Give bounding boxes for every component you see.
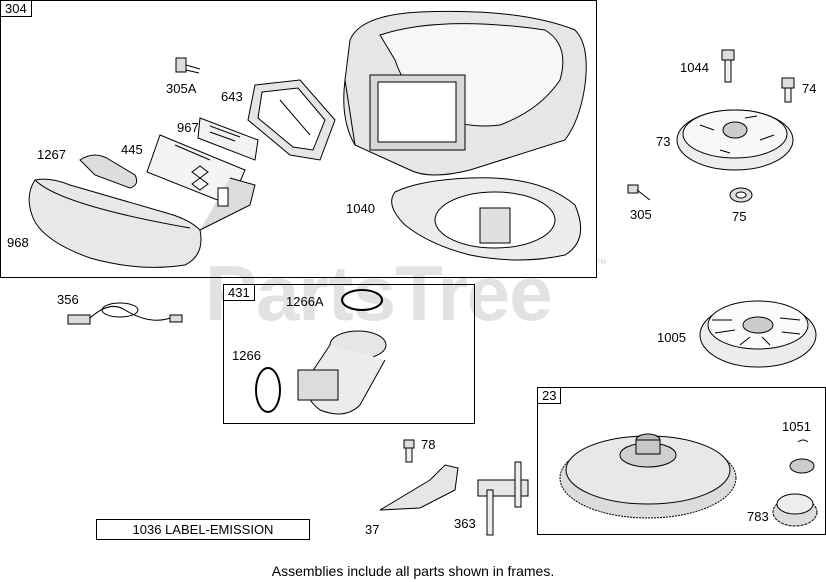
- label-967-drawing: [197, 117, 259, 161]
- bracket-363-drawing: [477, 461, 529, 536]
- grip-1267-drawing: [79, 154, 138, 189]
- frame-tag-23: 23: [538, 388, 562, 404]
- frame-tag-431: 431: [224, 285, 255, 301]
- callout-445: 445: [121, 142, 143, 157]
- callout-968: 968: [7, 235, 29, 250]
- callout-74: 74: [802, 81, 817, 96]
- callout-783: 783: [747, 509, 769, 524]
- callout-1044: 1044: [680, 60, 709, 75]
- oring-1266a-drawing: [341, 289, 383, 311]
- callout-1267: 1267: [37, 147, 66, 162]
- callout-1040: 1040: [346, 201, 375, 216]
- callout-305: 305: [630, 207, 652, 222]
- callout-305a: 305A: [166, 81, 197, 96]
- callout-967: 967: [177, 120, 199, 135]
- oring-1266-drawing: [255, 367, 281, 413]
- screen-73-drawing: [676, 109, 794, 171]
- wire-356-drawing: [67, 302, 183, 325]
- bolt-1044-drawing: [721, 49, 735, 83]
- washer-1051-drawing: [789, 439, 815, 474]
- callout-1051: 1051: [782, 419, 811, 434]
- bracket-643-drawing: [247, 79, 336, 161]
- callout-1266: 1266: [232, 348, 261, 363]
- callout-75: 75: [732, 209, 747, 224]
- screw-305-drawing: [627, 184, 651, 201]
- callout-356: 356: [57, 292, 79, 307]
- watermark-trademark: ™: [596, 258, 607, 270]
- flywheel-23-drawing: [559, 433, 737, 519]
- watermark: PartsTree: [205, 249, 553, 337]
- screw-74-drawing: [781, 77, 795, 103]
- callout-37: 37: [365, 522, 380, 537]
- elbow-431-drawing: [297, 330, 387, 415]
- cover-968-drawing: [28, 177, 256, 268]
- frame-tag-304: 304: [1, 1, 32, 17]
- callout-363: 363: [454, 516, 476, 531]
- label-emission-box: 1036 LABEL-EMISSION: [96, 519, 310, 540]
- frame-304: 304: [0, 0, 597, 278]
- callout-73: 73: [656, 134, 671, 149]
- callout-1005: 1005: [657, 330, 686, 345]
- callout-1266a: 1266A: [286, 294, 324, 309]
- washer-75-drawing: [729, 187, 753, 203]
- footer-note: Assemblies include all parts shown in fr…: [271, 563, 555, 579]
- blower-housing-304-drawing: [343, 10, 587, 176]
- base-1040-drawing: [391, 177, 582, 261]
- fan-1005-drawing: [699, 300, 817, 368]
- screw-305a-drawing: [175, 57, 201, 74]
- frame-431: 431: [223, 284, 475, 424]
- gear-783-drawing: [772, 493, 818, 527]
- bracket-37-drawing: [379, 464, 459, 511]
- callout-643: 643: [221, 89, 243, 104]
- screw-78-drawing: [403, 439, 415, 463]
- callout-78: 78: [421, 437, 436, 452]
